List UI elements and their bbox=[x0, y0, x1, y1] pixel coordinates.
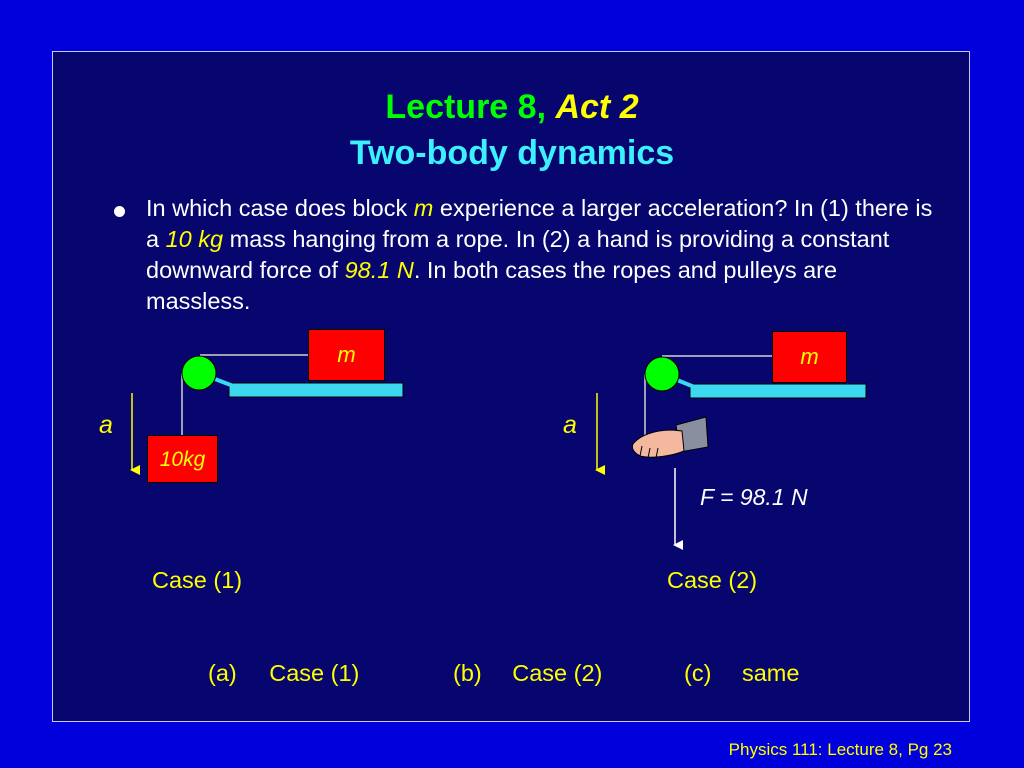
question-part2: experience a larger acceleration? In (1)… bbox=[146, 195, 933, 252]
question-mass: 10 kg bbox=[165, 226, 224, 252]
question-part4: . In both cases the ropes and pulleys ar… bbox=[146, 257, 838, 314]
hand-icon bbox=[631, 416, 709, 459]
title-act: Act 2 bbox=[555, 88, 639, 126]
bullet-icon bbox=[114, 206, 125, 217]
question-m: m bbox=[413, 195, 434, 221]
question-text: In which case does block m experience a … bbox=[146, 193, 946, 317]
case2-accel-label: a bbox=[563, 411, 577, 439]
question-force: 98.1 N bbox=[344, 257, 414, 283]
case1-pulley bbox=[181, 355, 217, 391]
choice-b[interactable]: (b) Case (2) bbox=[453, 660, 602, 687]
case1-block-m: m bbox=[308, 329, 385, 381]
choice-a[interactable]: (a) Case (1) bbox=[208, 660, 359, 687]
choice-b-text: Case (2) bbox=[512, 660, 603, 686]
slide-subtitle: Two-body dynamics bbox=[349, 134, 675, 172]
case1-caption: Case (1) bbox=[152, 567, 243, 593]
case1-diagram bbox=[130, 354, 404, 475]
choice-c-key: (c) bbox=[684, 660, 712, 686]
title-prefix: Lecture 8, bbox=[385, 88, 547, 126]
question-part1: In which case does block bbox=[146, 195, 408, 221]
case2-caption: Case (2) bbox=[667, 567, 758, 593]
case2-force-label: F = 98.1 N bbox=[700, 484, 808, 510]
choice-b-key: (b) bbox=[453, 660, 482, 686]
case1-hanging-block: 10kg bbox=[147, 435, 218, 483]
question-part3: mass hanging from a rope. In (2) a hand … bbox=[146, 226, 890, 283]
case2-table bbox=[689, 383, 867, 399]
case2-block-m: m bbox=[772, 331, 847, 383]
case1-table bbox=[228, 382, 404, 398]
case1-accel-label: a bbox=[99, 411, 113, 439]
slide-title: Lecture 8, Act 2 bbox=[0, 88, 1024, 127]
choice-c-text: same bbox=[741, 660, 800, 686]
choice-c[interactable]: (c) same bbox=[684, 660, 799, 687]
case2-pulley bbox=[644, 356, 680, 392]
slide-footer: Physics 111: Lecture 8, Pg 23 bbox=[728, 740, 952, 759]
choice-a-text: Case (1) bbox=[269, 660, 360, 686]
choice-a-key: (a) bbox=[208, 660, 237, 686]
case2-diagram bbox=[595, 355, 867, 550]
